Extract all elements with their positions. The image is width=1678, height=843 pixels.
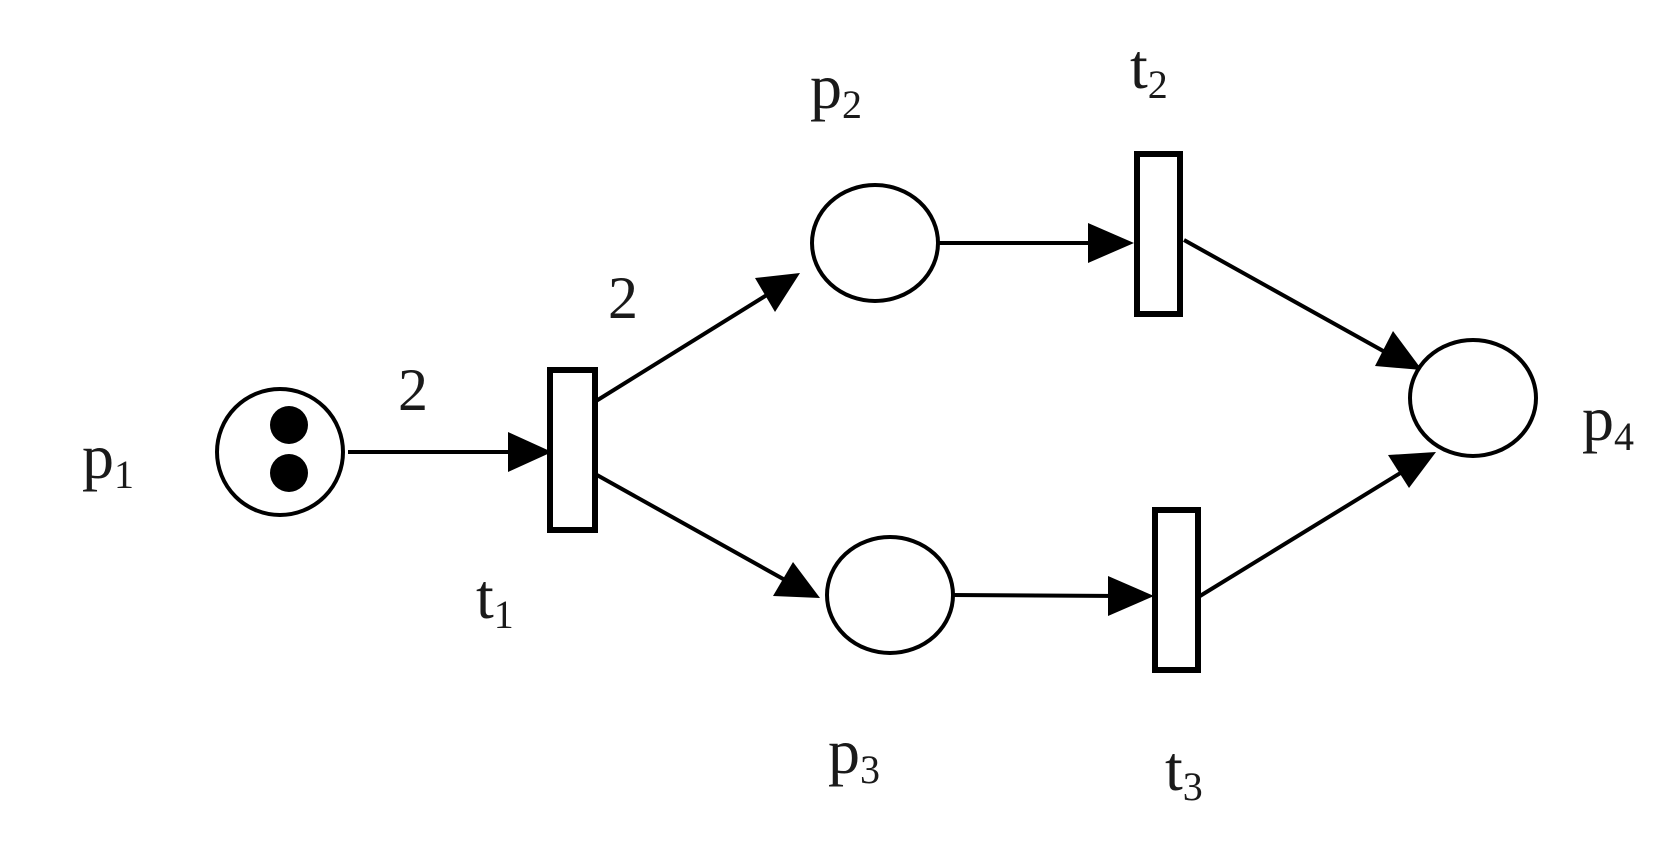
place-p3 [825,535,955,655]
place-p2 [810,183,940,303]
arc-t1-p2 [586,273,800,408]
arc-t3-p4 [1198,452,1436,598]
arc-weight-t1-p2: 2 [608,265,638,331]
arc-p2-t2 [938,223,1134,263]
transition-t2 [1134,151,1183,317]
arc-t2-p4 [1183,238,1422,370]
label-p1: p1 [82,421,134,497]
label-t2: t2 [1130,31,1168,107]
label-t3: t3 [1165,733,1203,809]
token-icon [270,406,308,444]
arc-p1-t1 [348,432,552,472]
label-p4: p4 [1582,383,1634,459]
arc-weight-p1-t1: 2 [398,357,428,423]
label-p3: p3 [828,716,880,792]
transition-t1 [547,367,598,533]
arc-t1-p3 [587,468,820,598]
token-icon [270,454,308,492]
place-p4 [1408,338,1538,458]
label-t1: t1 [476,561,514,637]
label-p2: p2 [810,51,862,127]
place-p1 [215,387,345,517]
arc-p3-t3 [951,576,1154,616]
transition-t3 [1152,507,1201,673]
